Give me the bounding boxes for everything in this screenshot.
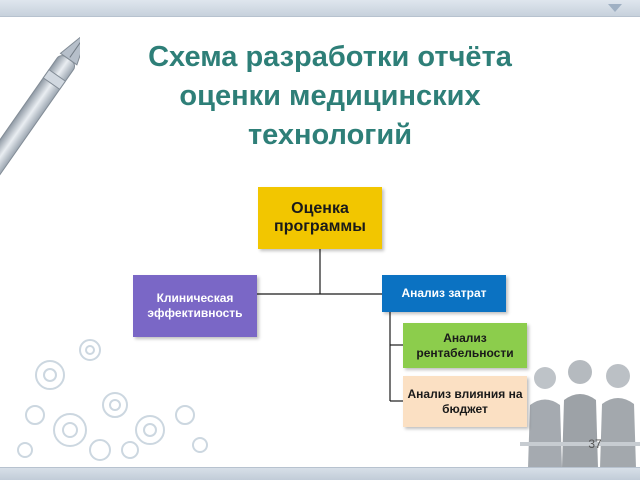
slide-number: 37 [588,437,602,451]
budget-impact-label: Анализ влияния на бюджет [407,386,523,416]
business-people-image [520,360,640,468]
gear-bubbles-icon [17,339,208,461]
fountain-pen-icon [0,28,80,186]
corner-notch-icon [608,4,622,12]
clinical-efficiency-node: Клиническая эффективность [133,275,257,337]
profitability-analysis-label: Анализ рентабельности [416,330,514,360]
slide-title: Схема разработки отчёта оценки медицинск… [100,38,560,155]
cost-analysis-label: Анализ затрат [401,286,487,300]
cost-analysis-node: Анализ затрат [382,275,506,312]
profitability-analysis-node: Анализ рентабельности [403,323,527,368]
budget-impact-node: Анализ влияния на бюджет [403,376,527,427]
title-line-2: оценки медицинских [179,80,481,112]
root-node: Оценка программы [258,187,382,249]
bottom-decor-band [0,467,640,480]
top-decor-band [0,0,640,17]
root-node-label: Оценка программы [274,200,366,235]
title-line-3: технологий [247,119,413,151]
clinical-efficiency-label: Клиническая эффективность [147,291,243,320]
title-line-1: Схема разработки отчёта [148,41,512,73]
